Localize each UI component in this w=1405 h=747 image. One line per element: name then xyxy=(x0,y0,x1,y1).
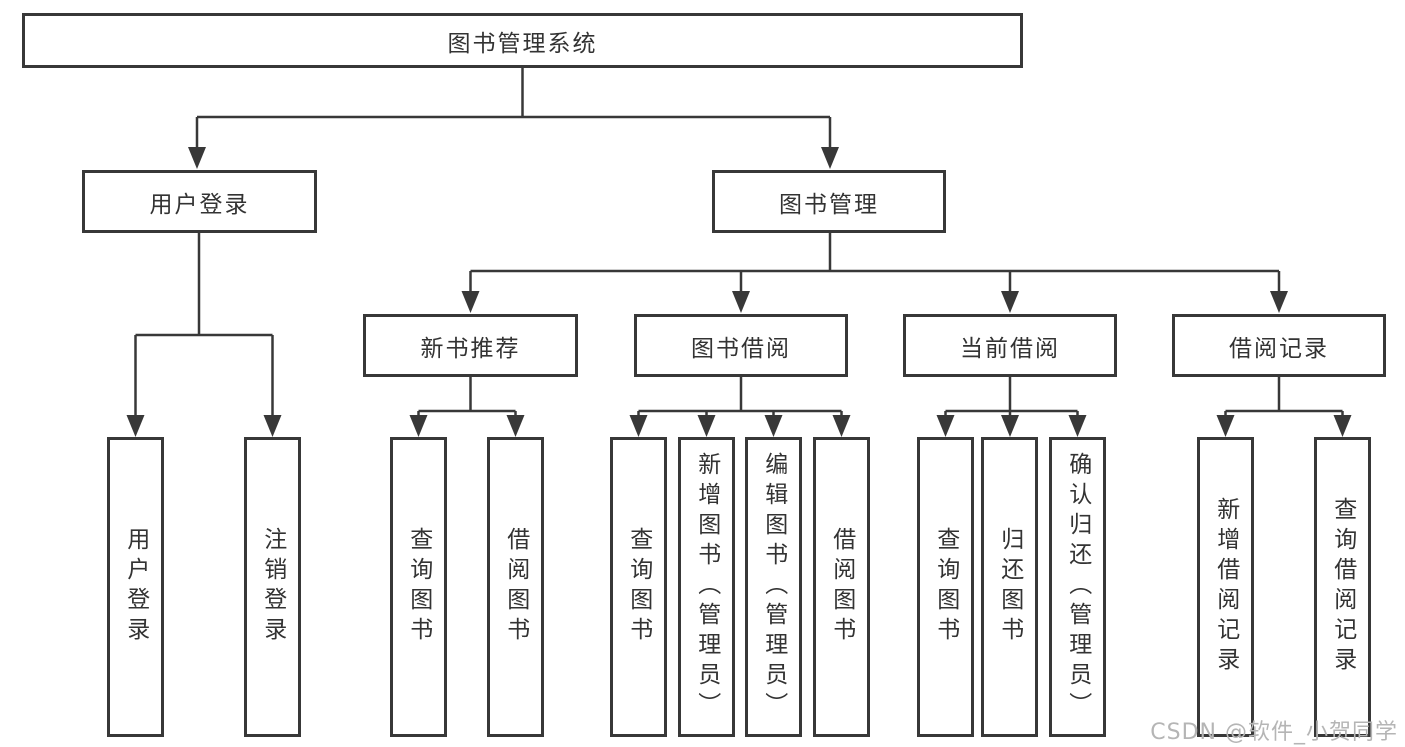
leaf-label: 查询借阅记录 xyxy=(1329,497,1356,677)
leaf-label: 归还图书 xyxy=(996,527,1023,647)
leaf-edit-book-admin: 编辑图书（管理员） xyxy=(745,437,802,737)
leaf-query-borrow-record: 查询借阅记录 xyxy=(1314,437,1371,737)
node-label: 图书管理系统 xyxy=(447,30,598,57)
leaf-return-book: 归还图书 xyxy=(981,437,1038,737)
leaf-label: 编辑图书（管理员） xyxy=(760,452,787,722)
leaf-label: 新增借阅记录 xyxy=(1212,497,1239,677)
node-label: 用户登录 xyxy=(149,191,250,218)
node-book-borrowing: 图书借阅 xyxy=(634,314,848,377)
node-book-management: 图书管理 xyxy=(712,170,946,233)
node-library-management-system: 图书管理系统 xyxy=(22,13,1023,68)
leaf-logout-login: 注销登录 xyxy=(244,437,301,737)
leaf-label: 查询图书 xyxy=(405,527,432,647)
leaf-label: 注销登录 xyxy=(259,527,286,647)
node-label: 当前借阅 xyxy=(960,335,1060,362)
leaf-borrow-book-2: 借阅图书 xyxy=(813,437,870,737)
node-label: 图书管理 xyxy=(779,191,879,218)
leaf-query-book: 查询图书 xyxy=(390,437,447,737)
leaf-borrow-book: 借阅图书 xyxy=(487,437,544,737)
node-borrowing-records: 借阅记录 xyxy=(1172,314,1386,377)
csdn-watermark: CSDN @软件_小贺同学 xyxy=(1150,720,1398,745)
node-user-login: 用户登录 xyxy=(82,170,317,233)
leaf-label: 确认归还（管理员） xyxy=(1064,452,1091,722)
leaf-label: 用户登录 xyxy=(122,527,149,647)
leaf-label: 新增图书（管理员） xyxy=(693,452,720,722)
leaf-query-book-2: 查询图书 xyxy=(610,437,667,737)
leaf-user-login: 用户登录 xyxy=(107,437,164,737)
leaf-label: 查询图书 xyxy=(625,527,652,647)
node-label: 借阅记录 xyxy=(1229,335,1329,362)
leaf-add-book-admin: 新增图书（管理员） xyxy=(678,437,735,737)
leaf-label: 借阅图书 xyxy=(828,527,855,647)
node-new-book-recommendation: 新书推荐 xyxy=(363,314,578,377)
node-label: 图书借阅 xyxy=(691,335,791,362)
leaf-add-borrow-record: 新增借阅记录 xyxy=(1197,437,1254,737)
node-label: 新书推荐 xyxy=(420,335,521,362)
leaf-query-book-3: 查询图书 xyxy=(917,437,974,737)
leaf-label: 借阅图书 xyxy=(502,527,529,647)
leaf-label: 查询图书 xyxy=(932,527,959,647)
leaf-confirm-return-admin: 确认归还（管理员） xyxy=(1049,437,1106,737)
node-current-borrowing: 当前借阅 xyxy=(903,314,1117,377)
